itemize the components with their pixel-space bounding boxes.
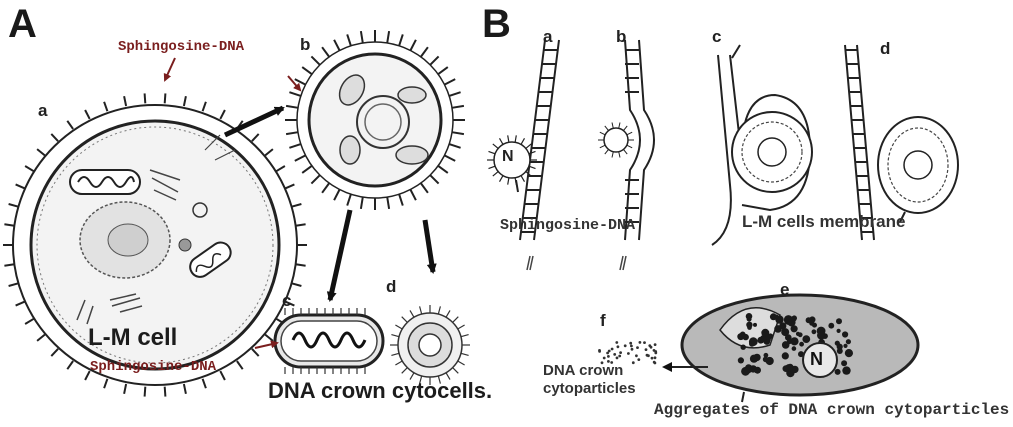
label-b-particles-line1: DNA crown	[543, 363, 623, 378]
label-b-aggregates: Aggregates of DNA crown cytoparticles	[654, 402, 1009, 418]
label-sub-a: a	[38, 102, 47, 119]
pointer-sphingosine-c	[255, 343, 277, 348]
label-b-particles-line2: cytoparticles	[543, 381, 636, 396]
label-b-sphingosine: Sphingosine-DNA	[500, 218, 635, 233]
pointer-sphingosine-a	[165, 58, 175, 80]
cytoparticle-dots	[598, 341, 657, 364]
label-sphingosine-top: Sphingosine-DNA	[118, 40, 244, 54]
cell-d-small	[390, 305, 470, 385]
cell-e-aggregate	[682, 295, 918, 395]
label-b-sub-f: f	[600, 312, 606, 329]
label-b-sub-c: c	[712, 28, 721, 45]
panel-b-letter: B	[482, 4, 511, 44]
label-lm-cell: L-M cell	[88, 326, 177, 350]
label-sub-c: c	[282, 292, 291, 309]
label-b-sub-b: b	[616, 28, 626, 45]
label-b-sub-d: d	[880, 40, 890, 57]
large-lm-cell	[3, 93, 307, 396]
cell-b-with-crown	[285, 30, 465, 210]
mitochondrion-shape	[70, 170, 140, 194]
label-sub-d: d	[386, 278, 396, 295]
label-sphingosine-bottom: Sphingosine-DNA	[90, 360, 216, 374]
membrane-a	[487, 40, 559, 240]
arrow-b-to-c	[330, 210, 350, 300]
membrane-b	[598, 40, 654, 240]
arrow-b-to-d	[425, 220, 433, 272]
arrow-a-to-b	[225, 108, 283, 135]
particle-nucleus-letter: N	[502, 149, 514, 165]
panel-a-letter: A	[8, 4, 37, 44]
label-sub-b: b	[300, 36, 310, 53]
pointer-sphingosine-b	[288, 76, 300, 90]
cell-e-nucleus-letter: N	[810, 350, 823, 368]
label-b-sub-a: a	[543, 28, 552, 45]
label-b-membrane: L-M cells membrane	[742, 213, 905, 230]
cell-c-capsule	[275, 308, 383, 374]
membrane-d	[845, 45, 958, 240]
label-b-sub-e: e	[780, 281, 789, 298]
label-dna-crown-cytocells: DNA crown cytocells.	[268, 380, 492, 402]
